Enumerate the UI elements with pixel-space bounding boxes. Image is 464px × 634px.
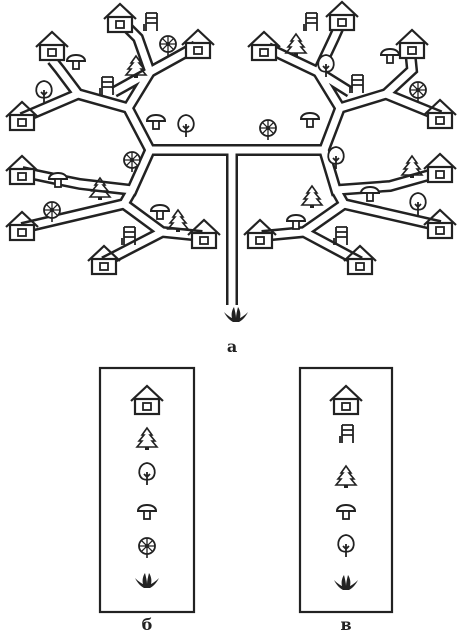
- house-icon: [102, 2, 138, 34]
- deciduous-tree-icon: [409, 192, 427, 216]
- labyrinth-paths: [19, 17, 443, 305]
- house-icon: [180, 28, 216, 60]
- house-icon: [324, 0, 360, 32]
- flower-icon: [259, 119, 277, 141]
- chair-icon: [339, 424, 354, 444]
- chair-icon: [143, 12, 158, 32]
- house-icon: [422, 208, 458, 240]
- house-icon: [328, 384, 364, 416]
- grass-icon: [135, 573, 159, 588]
- chair-icon: [99, 76, 114, 96]
- fir-tree-icon: [167, 209, 189, 233]
- house-icon: [422, 98, 458, 130]
- mushroom-icon: [66, 54, 86, 70]
- mushroom-icon: [146, 114, 166, 130]
- house-icon: [394, 28, 430, 60]
- house-icon: [129, 384, 165, 416]
- figure-label-v: в: [340, 615, 351, 634]
- grass-icon: [224, 307, 248, 322]
- house-icon: [4, 210, 40, 242]
- figure-label-a: а: [227, 337, 237, 356]
- house-icon: [4, 100, 40, 132]
- flower-icon: [138, 537, 156, 559]
- figure-label-b: б: [142, 615, 153, 634]
- mushroom-icon: [336, 504, 356, 520]
- house-icon: [186, 218, 222, 250]
- legend-panel-b: [98, 366, 196, 614]
- mushroom-icon: [150, 204, 170, 220]
- house-icon: [422, 152, 458, 184]
- chair-icon: [303, 12, 318, 32]
- fir-tree-icon: [285, 33, 307, 57]
- legend-panel-v: [298, 366, 394, 614]
- mushroom-icon: [137, 504, 157, 520]
- fir-tree-icon: [301, 185, 323, 209]
- mushroom-icon: [360, 186, 380, 202]
- house-icon: [4, 154, 40, 186]
- grass-icon: [334, 575, 358, 590]
- mushroom-icon: [380, 48, 400, 64]
- deciduous-tree-icon: [177, 114, 195, 138]
- house-icon: [242, 218, 278, 250]
- house-icon: [246, 30, 282, 62]
- chair-icon: [333, 226, 348, 246]
- fir-tree-icon: [401, 155, 423, 179]
- fir-tree-icon: [335, 465, 357, 489]
- deciduous-tree-icon: [138, 462, 156, 486]
- chair-icon: [349, 74, 364, 94]
- fir-tree-icon: [136, 427, 158, 451]
- mushroom-icon: [300, 112, 320, 128]
- deciduous-tree-icon: [337, 534, 355, 558]
- deciduous-tree-icon: [35, 80, 53, 104]
- house-icon: [34, 30, 70, 62]
